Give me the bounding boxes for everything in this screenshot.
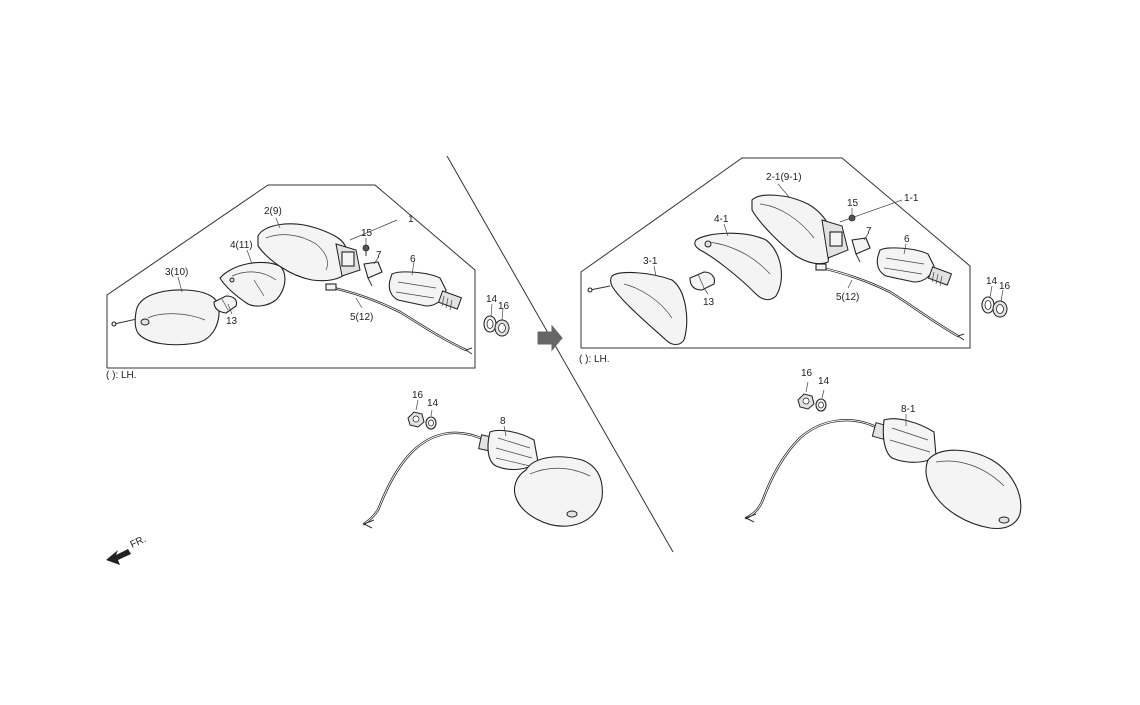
right-label-15: 15: [847, 198, 859, 209]
right-housing-part: [751, 194, 849, 265]
right-reflector-part: [694, 232, 782, 301]
right-lower-label-14: 14: [818, 376, 830, 387]
right-assembly-frame: [580, 157, 971, 349]
left-washer-part: [483, 315, 497, 333]
right-stem-part: [876, 247, 953, 287]
right-label-16: 16: [999, 281, 1011, 292]
right-harness-part: [815, 263, 965, 341]
left-label-7: 7: [376, 250, 382, 261]
front-arrow-icon: [106, 549, 131, 565]
right-lower-nut: [797, 393, 815, 410]
divider-line: [446, 155, 674, 553]
left-assembly: 3(10) 4(11) 2(9) 1 15 7 6 13 5(12) 14 16…: [106, 184, 510, 381]
right-label-4: 4-1: [714, 214, 729, 225]
left-label-16: 16: [498, 301, 510, 312]
right-lower-label-8: 8-1: [901, 404, 916, 415]
left-nut-part: [494, 319, 510, 337]
right-label-5: 5(12): [836, 292, 859, 303]
left-assembly-frame: [106, 184, 476, 369]
right-label-6: 6: [904, 234, 910, 245]
left-label-6: 6: [410, 254, 416, 265]
left-lower-nut: [407, 411, 425, 428]
left-label-15: 15: [361, 228, 373, 239]
transition-arrow-icon: [537, 324, 563, 352]
left-label-5: 5(12): [350, 312, 373, 323]
left-harness-part: [325, 283, 473, 355]
right-lens-part: [609, 271, 688, 346]
left-label-3: 3(10): [165, 267, 188, 278]
right-assembled-indicator: 16 14 8-1: [744, 368, 1022, 530]
right-lower-washer: [815, 398, 827, 412]
left-lower-label-16: 16: [412, 390, 424, 401]
left-label-13: 13: [226, 316, 238, 327]
right-washer-part: [981, 296, 995, 314]
left-label-1: 1: [408, 214, 414, 225]
right-nut-part: [992, 300, 1008, 318]
right-legend: ( ): LH.: [579, 354, 610, 365]
left-label-2: 2(9): [264, 206, 282, 217]
right-clip-part: [851, 237, 871, 263]
left-lower-label-14: 14: [427, 398, 439, 409]
left-lower-label-8: 8: [500, 416, 506, 427]
left-stem-part: [388, 271, 463, 311]
right-label-14: 14: [986, 276, 998, 287]
right-label-13: 13: [703, 297, 715, 308]
left-reflector-part: [219, 261, 286, 307]
left-screw: [111, 318, 138, 327]
right-label-3: 3-1: [643, 256, 658, 267]
left-legend: ( ): LH.: [106, 370, 137, 381]
right-label-1: 1-1: [904, 193, 919, 204]
right-screw: [587, 285, 611, 293]
right-bulb-part: [689, 271, 716, 291]
front-indicator: FR.: [106, 534, 148, 565]
left-housing-part: [257, 223, 361, 282]
left-assembled-indicator: 16 14 8: [362, 390, 603, 529]
left-lower-washer: [425, 416, 437, 430]
left-lens-part: [134, 289, 220, 346]
left-label-14: 14: [486, 294, 498, 305]
left-label-4: 4(11): [230, 240, 253, 251]
right-assembly: 3-1 4-1 2-1(9-1) 1-1 15 7 6 13 5(12) 14 …: [579, 157, 1011, 365]
front-label: FR.: [129, 534, 148, 551]
right-lower-label-16: 16: [801, 368, 813, 379]
right-label-7: 7: [866, 226, 872, 237]
left-clip-part: [363, 261, 383, 287]
left-bulb-part: [213, 295, 238, 314]
right-label-2: 2-1(9-1): [766, 172, 802, 183]
left-small-screw: [362, 244, 370, 256]
